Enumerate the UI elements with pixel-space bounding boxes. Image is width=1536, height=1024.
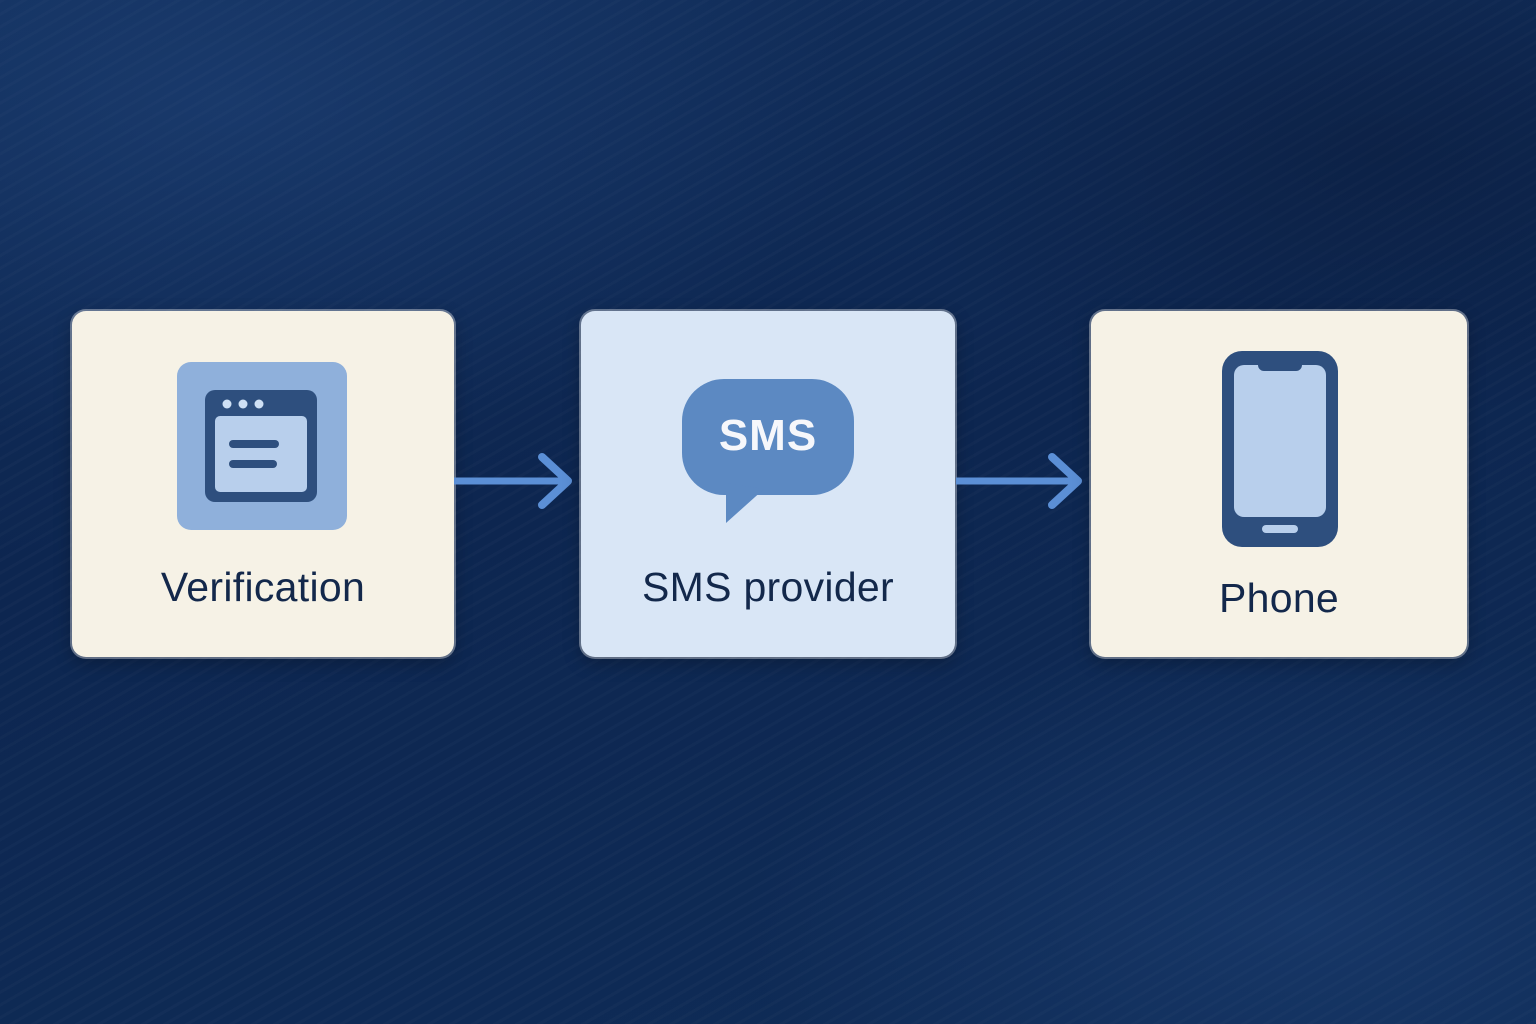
node-label-phone: Phone <box>1218 575 1340 621</box>
node-label-verification: Verification <box>160 564 366 610</box>
arrow-right-icon <box>450 449 576 518</box>
node-verification: Verification <box>72 311 454 657</box>
smartphone-icon <box>1222 351 1338 552</box>
node-sms-provider: SMS SMS provider <box>581 311 955 657</box>
browser-window-icon <box>177 362 347 535</box>
arrow-right-icon <box>952 449 1086 518</box>
node-label-sms-provider: SMS provider <box>642 564 894 610</box>
sms-chat-bubble-icon: SMS <box>682 379 854 525</box>
node-phone: Phone <box>1091 311 1467 657</box>
sms-bubble-text: SMS <box>718 411 818 460</box>
